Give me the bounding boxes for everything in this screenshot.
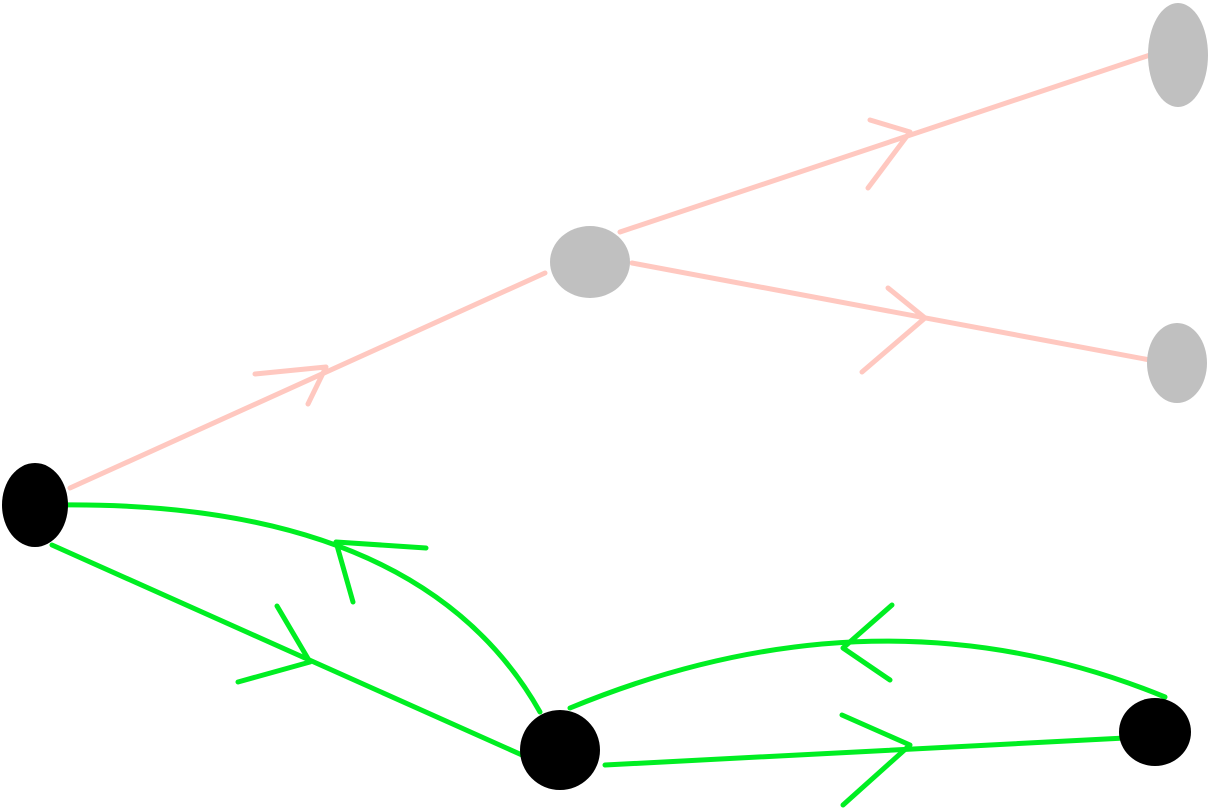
edge-b-to-c: [602, 712, 1128, 808]
edge-d-to-e: [617, 52, 1153, 235]
edge-line: [567, 638, 1168, 711]
node-b: [520, 710, 600, 790]
edge-line: [49, 542, 525, 758]
edge-a-to-b: [49, 542, 525, 758]
edge-a-to-d: [67, 270, 548, 491]
edge-c-to-b: [567, 602, 1168, 711]
node-e: [1148, 3, 1208, 107]
node-d: [550, 226, 630, 298]
edge-b-to-a: [52, 502, 543, 715]
edges: [49, 52, 1168, 808]
arrow-icon: [235, 603, 313, 685]
edge-line: [617, 52, 1153, 235]
edge-line: [52, 502, 543, 715]
node-f: [1147, 323, 1207, 403]
edge-line: [602, 735, 1128, 768]
edge-line: [629, 260, 1153, 363]
arrow-icon: [839, 712, 913, 808]
arrow-icon: [252, 364, 329, 407]
arrow-icon: [859, 285, 928, 375]
arrow-icon: [865, 117, 913, 191]
edge-d-to-f: [629, 260, 1153, 375]
node-a: [2, 463, 68, 547]
arrow-icon: [333, 539, 429, 605]
nodes: [2, 3, 1208, 790]
arrow-icon: [840, 602, 895, 683]
edge-line: [67, 270, 548, 491]
node-c: [1119, 698, 1191, 766]
